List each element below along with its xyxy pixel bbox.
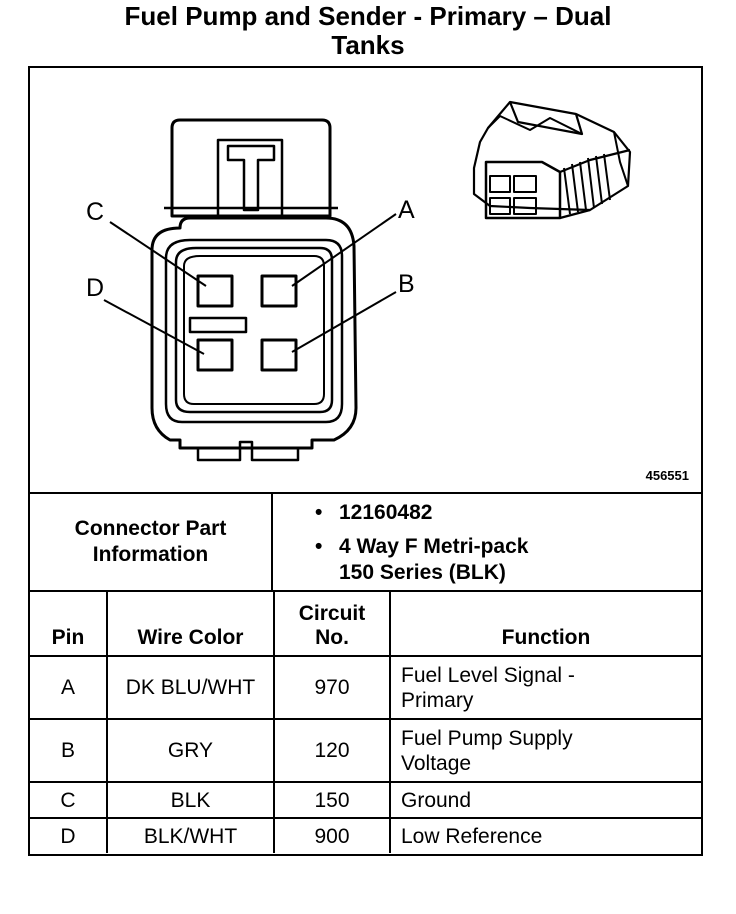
latch-tab (216, 138, 284, 216)
figure-number: 456551 (645, 468, 689, 483)
cpi-label-line-2: Information (92, 543, 209, 566)
bullet-icon: • (315, 535, 323, 558)
table-row: B GRY 120 Fuel Pump Supply Voltage (30, 718, 701, 783)
connector-seal-1 (164, 238, 344, 424)
cell-pin: C (30, 781, 108, 819)
connector-diagram: C D A B 456551 (30, 68, 701, 492)
cell-pin: A (30, 655, 108, 720)
divider-line (30, 492, 701, 494)
bullet-icon: • (315, 501, 323, 524)
cell-circuit: 120 (273, 718, 391, 783)
cavity-b (260, 338, 298, 372)
pin-label-b: B (398, 270, 415, 298)
pin-label-c: C (86, 198, 105, 226)
cpi-label-line-1: Connector Part (74, 517, 227, 540)
connector-description-line-1: 4 Way F Metri-pack (339, 535, 529, 558)
cell-wire-color: BLK/WHT (106, 817, 275, 853)
connector-seal-2 (174, 246, 334, 414)
cavity-a (260, 274, 298, 308)
cell-wire-color: GRY (106, 718, 275, 783)
connector-latch (170, 118, 332, 218)
leader-a (291, 213, 397, 287)
title-line-2: Tanks (331, 30, 405, 60)
cell-wire-color: BLK (106, 781, 275, 819)
function-line-1: Fuel Level Signal - (401, 663, 575, 687)
page-title: Fuel Pump and Sender - Primary – Dual Ta… (0, 2, 736, 60)
cell-function: Low Reference (389, 817, 701, 853)
cell-wire-color: DK BLU/WHT (106, 655, 275, 720)
pin-label-d: D (86, 274, 105, 302)
polarization-key (188, 316, 248, 334)
connector-part-info-values: • 12160482 • 4 Way F Metri-pack 150 Seri… (273, 494, 701, 590)
function-line-2: Voltage (401, 751, 472, 775)
latch-t-slot (226, 144, 276, 212)
cell-circuit: 900 (273, 817, 391, 853)
cell-pin: D (30, 817, 108, 853)
header-function: Function (389, 592, 701, 657)
header-pin: Pin (30, 592, 108, 657)
header-circuit-line-2: No. (315, 626, 349, 649)
cavity-c (196, 274, 234, 308)
cell-function: Fuel Level Signal - Primary (389, 655, 701, 720)
table-row: D BLK/WHT 900 Low Reference (30, 817, 701, 853)
connector-inner-face (183, 255, 325, 405)
table-header-row: Pin Wire Color Circuit No. Function (30, 592, 701, 657)
leader-c (109, 221, 207, 287)
connector-foot (196, 440, 300, 462)
leader-b (291, 291, 397, 353)
leader-d (103, 299, 205, 355)
connector-description-line-2: 150 Series (BLK) (339, 561, 506, 584)
cell-pin: B (30, 718, 108, 783)
function-line-1: Fuel Pump Supply (401, 726, 573, 750)
connector-face-drawing (103, 100, 632, 462)
pin-label-a: A (398, 196, 415, 224)
cell-function: Fuel Pump Supply Voltage (389, 718, 701, 783)
table-row: A DK BLU/WHT 970 Fuel Level Signal - Pri… (30, 655, 701, 720)
connector-3d-view (472, 100, 632, 220)
header-wire-color: Wire Color (106, 592, 275, 657)
connector-sheet: C D A B 456551 Connector Part Informatio… (28, 66, 703, 856)
title-line-1: Fuel Pump and Sender - Primary – Dual (124, 1, 612, 31)
cavity-d (196, 338, 234, 372)
divider-line (30, 590, 701, 592)
connector-part-info-label: Connector Part Information (30, 494, 273, 590)
pinout-table: Pin Wire Color Circuit No. Function A DK… (30, 592, 701, 853)
part-number: 12160482 (339, 501, 433, 524)
header-circuit-line-1: Circuit (298, 602, 366, 625)
cell-circuit: 970 (273, 655, 391, 720)
header-circuit: Circuit No. (273, 592, 391, 657)
cell-function: Ground (389, 781, 701, 819)
cell-circuit: 150 (273, 781, 391, 819)
function-line-2: Primary (401, 688, 474, 712)
table-row: C BLK 150 Ground (30, 781, 701, 819)
